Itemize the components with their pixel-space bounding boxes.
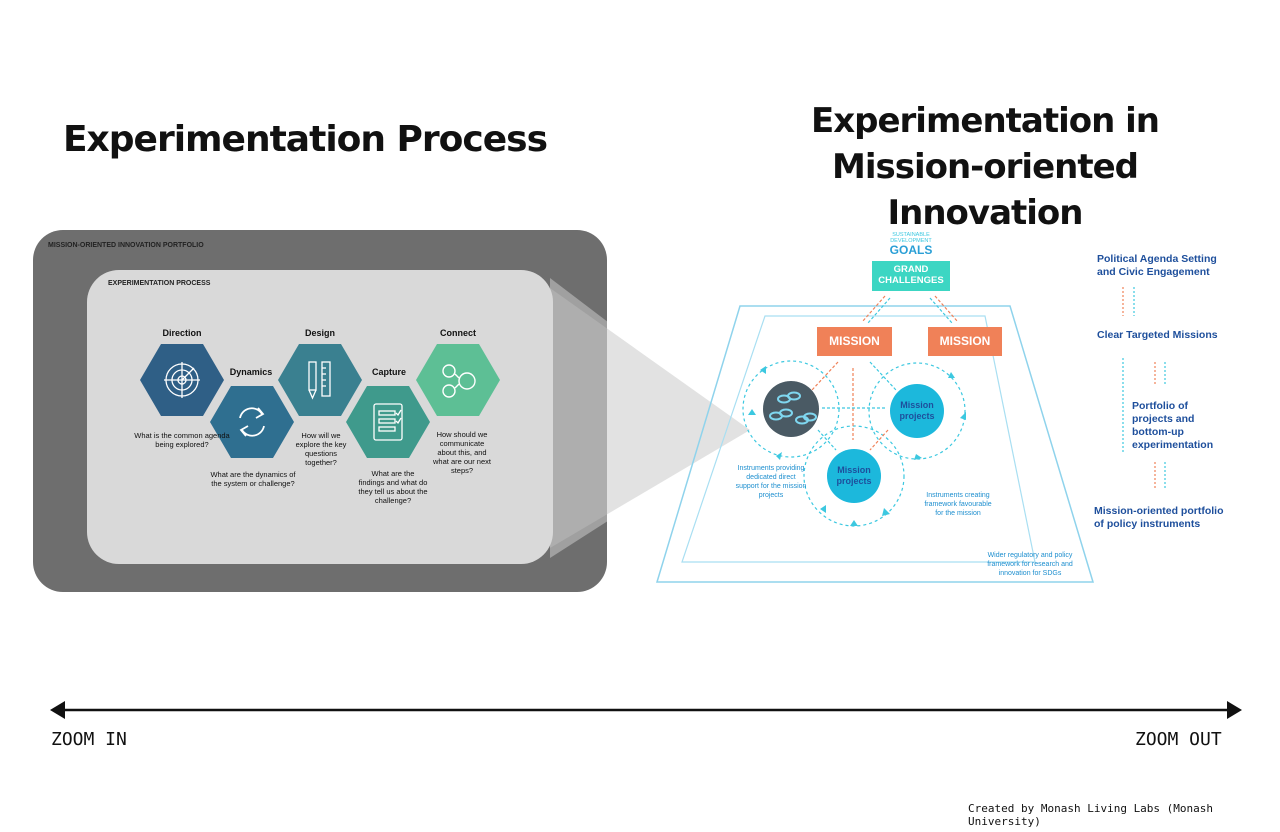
portfolio-label: MISSION-ORIENTED INNOVATION PORTFOLIO — [48, 242, 204, 249]
zoom-out-label: ZOOM OUT — [1135, 729, 1222, 750]
sdg-logo: SUSTAINABLE DEVELOPMENT GOALS — [872, 232, 950, 257]
hex-capture — [346, 386, 430, 458]
wider-framework-label: Wider regulatory and policy framework fo… — [987, 552, 1073, 577]
step-question-dynamics: What are the dynamics of the system or c… — [210, 470, 296, 488]
step-question-design: How will we explore the key questions to… — [295, 431, 347, 467]
mission-box-left — [817, 327, 892, 356]
level-portfolio-projects: Portfolio of projects and bottom-up expe… — [1132, 400, 1214, 451]
zoom-connector — [550, 278, 750, 558]
hex-connect — [416, 344, 500, 416]
grand-challenges-label: GRAND CHALLENGES — [878, 264, 944, 286]
grand-challenges-box — [872, 261, 950, 291]
left-title: Experimentation Process — [62, 119, 548, 160]
step-question-capture: What are the findings and what do they t… — [358, 469, 428, 505]
level-policy-instruments: Mission-oriented portfolio of policy ins… — [1094, 505, 1224, 530]
hex-dynamics — [210, 386, 294, 458]
process-panel — [87, 270, 553, 564]
radar-icon — [164, 362, 200, 398]
sdg-line-1: SUSTAINABLE — [892, 232, 930, 238]
credit-text: Created by Monash Living Labs (Monash Un… — [968, 802, 1214, 828]
sdg-line-2: DEVELOPMENT — [890, 238, 932, 244]
mission-projects-label-1: Mission projects — [899, 400, 935, 421]
mission-label-left: MISSION — [829, 334, 880, 348]
sdg-line-3: GOALS — [889, 243, 933, 257]
right-title: Experimentation in Mission-oriented Inno… — [810, 101, 1160, 233]
instruments-framework-label: Instruments creating framework favourabl… — [924, 492, 992, 517]
instruments-direct-label: Instruments providing dedicated direct s… — [735, 465, 807, 499]
process-label: EXPERIMENTATION PROCESS — [108, 280, 211, 287]
mission-box-right — [928, 327, 1002, 356]
network-icon — [442, 364, 476, 398]
level-political-agenda: Political Agenda Setting and Civic Engag… — [1097, 253, 1217, 278]
checklist-icon — [373, 403, 403, 441]
step-question-direction: What is the common agenda being explored… — [134, 431, 230, 449]
step-question-connect: How should we communicate about this, an… — [433, 430, 491, 475]
project-circle-right — [890, 384, 944, 438]
inner-frame — [681, 315, 1036, 563]
project-circle-dark — [763, 381, 819, 437]
project-circle-bottom — [827, 449, 881, 503]
outer-frame — [655, 305, 1095, 583]
step-title-connect: Connect — [440, 328, 476, 338]
step-title-direction: Direction — [162, 328, 202, 338]
mission-projects-label-2: Mission projects — [836, 465, 872, 486]
mission-label-right: MISSION — [939, 334, 991, 348]
chain-icon — [769, 391, 817, 425]
step-title-capture: Capture — [371, 367, 406, 377]
hex-design — [278, 344, 362, 416]
level-targeted-missions: Clear Targeted Missions — [1097, 329, 1218, 341]
zoom-axis-arrow — [50, 701, 1242, 719]
refresh-icon — [239, 407, 265, 437]
step-title-design: Design — [304, 328, 335, 338]
step-title-dynamics: Dynamics — [229, 367, 273, 377]
pencil-ruler-icon — [308, 361, 331, 400]
zoom-in-label: ZOOM IN — [51, 729, 127, 750]
